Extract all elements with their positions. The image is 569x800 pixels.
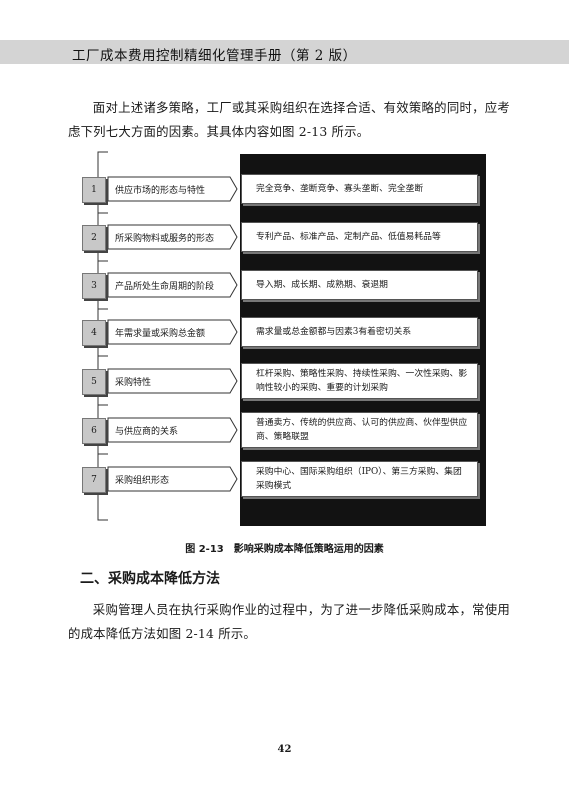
factor-effect: 专利产品、标准产品、定制产品、低值易耗品等 [241, 222, 478, 252]
factor-number: 6 [82, 418, 106, 444]
factor-number: 4 [82, 320, 106, 346]
section-title: 二、采购成本降低方法 [80, 571, 220, 587]
running-header-title: 工厂成本费用控制精细化管理手册（第 2 版） [72, 48, 357, 64]
factor-number: 3 [82, 273, 106, 299]
factor-effect: 普通卖方、传统的供应商、认可的供应商、伙伴型供应商、策略联盟 [241, 412, 478, 448]
factor-number: 1 [82, 177, 106, 203]
factor-effect: 需求量或总金额都与因素3有着密切关系 [241, 317, 478, 347]
factor-effect: 完全竞争、垄断竞争、寡头垄断、完全垄断 [241, 174, 478, 204]
factor-label: 采购特性 [115, 377, 152, 388]
factor-label: 与供应商的关系 [115, 426, 179, 437]
page-number: 42 [277, 744, 292, 755]
factor-number: 7 [82, 467, 106, 493]
body-paragraph: 采购管理人员在执行采购作业的过程中，为了进一步降低采购成本，常使用的成本降低方法… [68, 602, 510, 641]
figure-caption: 图 2-13 影响采购成本降低策略运用的因素 [185, 544, 384, 555]
factor-number: 2 [82, 225, 106, 251]
header-bar [0, 40, 569, 64]
factor-label: 采购组织形态 [115, 475, 170, 486]
factor-label: 产品所处生命周期的阶段 [115, 281, 215, 292]
factor-label: 供应市场的形态与特性 [115, 185, 206, 196]
factor-effect: 杠杆采购、策略性采购、持续性采购、一次性采购、影响性较小的采购、重要的计划采购 [241, 363, 478, 399]
factor-effect: 导入期、成长期、成熟期、衰退期 [241, 270, 478, 300]
factor-number: 5 [82, 369, 106, 395]
factor-label: 所采购物料或服务的形态 [115, 233, 215, 244]
factor-effect: 采购中心、国际采购组织（IPO）、第三方采购、集团采购模式 [241, 461, 478, 497]
intro-paragraph: 面对上述诸多策略，工厂或其采购组织在选择合适、有效策略的同时，应考虑下列七大方面… [68, 100, 510, 139]
factor-label: 年需求量或采购总金额 [115, 328, 206, 339]
